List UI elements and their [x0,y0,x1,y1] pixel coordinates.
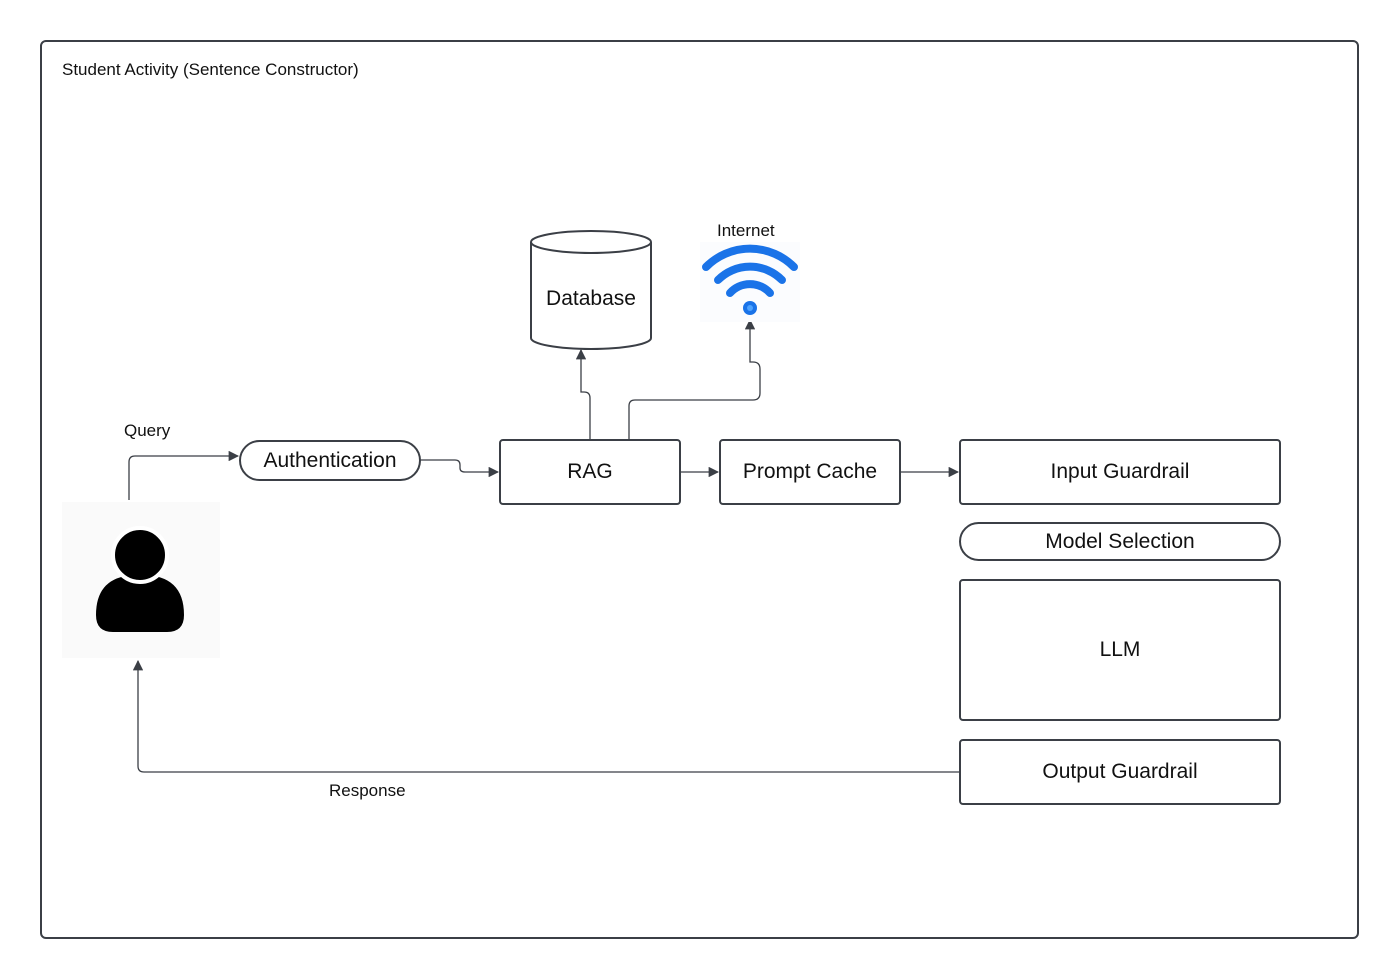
authentication-node: Authentication [239,440,421,481]
database-label: Database [546,287,636,310]
wifi-icon [700,242,800,322]
query-label: Query [124,421,171,440]
internet-label: Internet [717,221,775,240]
rag-to-internet-arrow [628,318,761,439]
rag-to-database-arrow [575,348,591,439]
response-label: Response [329,781,406,800]
database-node: Database [529,229,653,353]
llm-node: LLM [959,579,1281,721]
model-selection-node: Model Selection [959,522,1281,561]
user-icon [62,502,220,658]
frame-title: Student Activity (Sentence Constructor) [62,60,359,79]
input-guardrail-node: Input Guardrail [959,439,1281,505]
prompt-cache-node: Prompt Cache [719,439,901,505]
query-arrow [128,450,240,500]
output-guardrail-node: Output Guardrail [959,739,1281,805]
response-arrow [132,659,959,773]
diagram-frame [40,40,1359,939]
auth-to-rag-arrow [420,459,500,478]
rag-node: RAG [499,439,681,505]
